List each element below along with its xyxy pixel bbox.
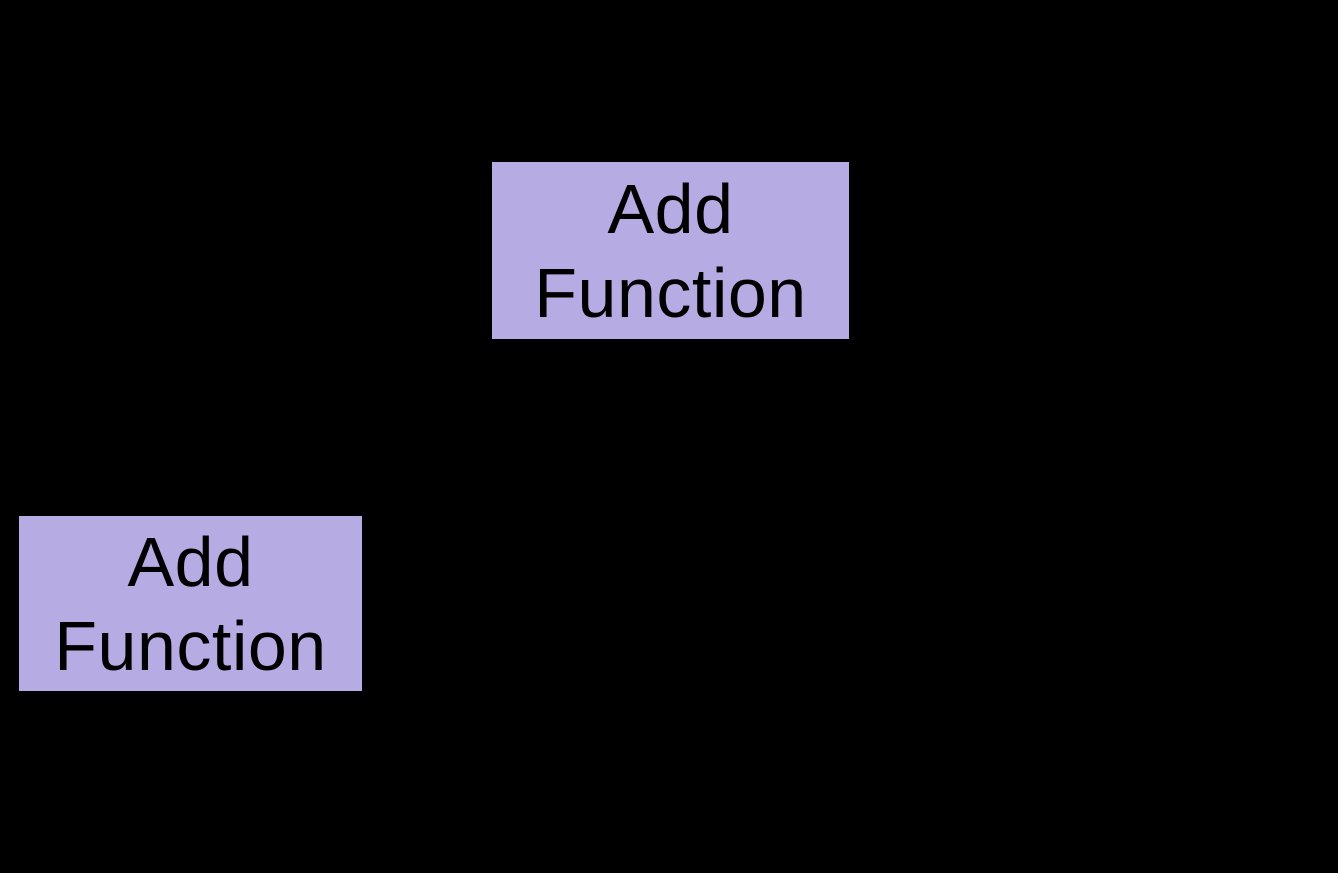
add-function-label: Add Function	[534, 169, 807, 332]
add-function-box-lower: Add Function	[19, 516, 362, 691]
add-function-box-upper: Add Function	[492, 162, 849, 339]
add-function-label: Add Function	[54, 522, 327, 685]
